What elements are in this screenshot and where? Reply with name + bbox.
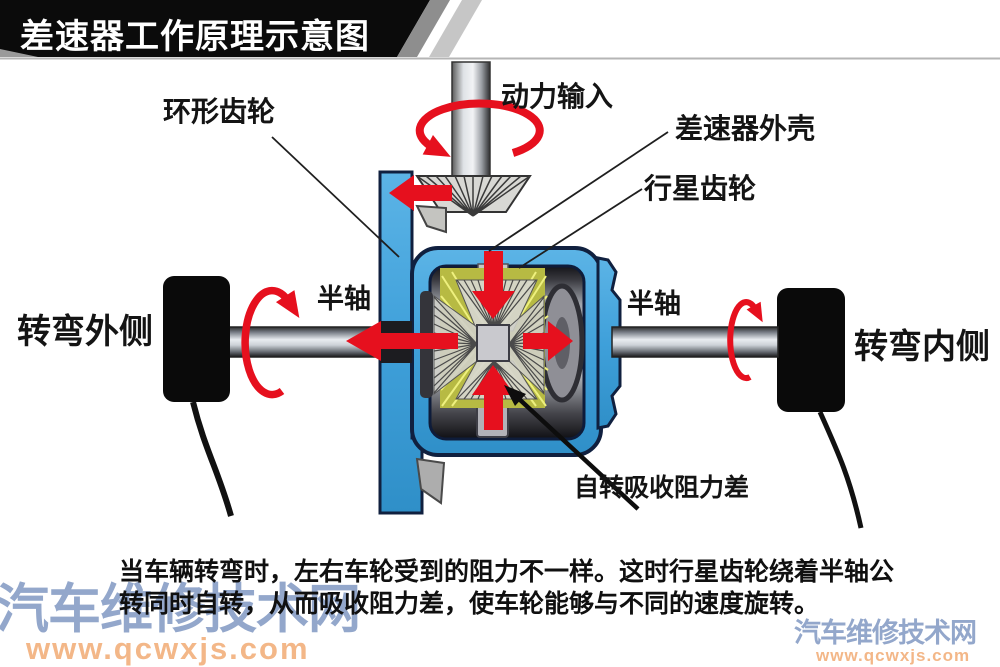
housing-leader [488, 131, 669, 252]
right-half-shaft [611, 326, 779, 358]
caption-line-1: 当车辆转弯时，左右车轮受到的阻力不一样。这时行星齿轮绕着半轴公 [119, 558, 895, 586]
label-planet-gear: 行星齿轮 [644, 173, 757, 204]
spider-block [476, 324, 510, 362]
input-rotation-arrow [415, 99, 544, 157]
label-diff-housing: 差速器外壳 [675, 113, 816, 144]
right-output-boss [596, 256, 622, 430]
input-shaft [451, 61, 491, 179]
leader-lines [271, 131, 669, 269]
label-turn-inside: 转弯内侧 [854, 328, 990, 366]
self-rotation-pointer [504, 385, 640, 511]
label-self-rotation: 自转吸收阻力差 [574, 474, 750, 502]
ring-gear-arrow [389, 175, 452, 211]
down-arrow [472, 251, 515, 319]
label-turn-outside: 转弯外侧 [17, 313, 153, 351]
planet-gear-leader [518, 188, 643, 269]
left-wheel-rotation-arrow [241, 286, 300, 399]
watermark-site-url: www.qcwxjs.com [816, 646, 971, 665]
wheels [163, 276, 864, 529]
left-output-arrow [346, 321, 458, 361]
right-wheel [777, 288, 845, 412]
up-arrow [472, 365, 515, 430]
label-half-shaft-left: 半轴 [317, 284, 371, 314]
label-power-input: 动力输入 [501, 81, 614, 112]
watermark-site-name: 汽车维修技术网 [794, 618, 977, 648]
caption-line-2: 转同时自转，从而吸收阻力差，使车轮能够与不同的速度旋转。 [119, 590, 820, 618]
rotation-arrows [241, 99, 763, 399]
right-wheel-rotation-arrow [727, 299, 763, 382]
page-title: 差速器工作原理示意图 [20, 18, 370, 56]
right-wheel-cable [817, 410, 864, 529]
force-arrows [346, 175, 573, 430]
watermark-site-url: www.qcwxjs.com [26, 631, 310, 666]
label-ring-gear: 环形齿轮 [163, 96, 276, 127]
watermark-site-name: 汽车维修技术网 [0, 580, 361, 639]
right-output-arrow [523, 321, 573, 361]
left-wheel [163, 276, 230, 402]
left-wheel-cable [190, 401, 234, 517]
title-banner [0, 0, 1000, 60]
label-half-shaft-right: 半轴 [627, 289, 681, 319]
ring-gear-leader [271, 136, 400, 258]
